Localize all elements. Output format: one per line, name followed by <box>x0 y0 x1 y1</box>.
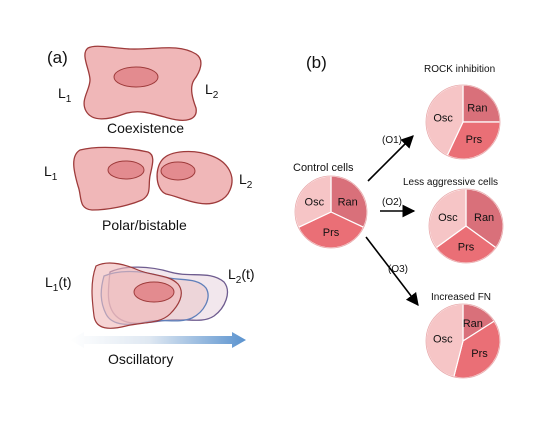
nucleus <box>113 66 159 88</box>
pie-outline <box>294 175 368 249</box>
polar-cell-left <box>73 146 154 211</box>
pie-label-prs: Prs <box>458 241 475 253</box>
cell-body <box>73 146 154 211</box>
pie-label-ran: Ran <box>463 318 483 330</box>
coexistence-cell <box>83 45 202 121</box>
nucleus <box>107 160 145 180</box>
arrow-o3 <box>365 236 419 307</box>
oscillation-double-arrow <box>70 332 246 348</box>
polar-cell-right <box>156 150 233 205</box>
oscillatory-cells <box>91 262 229 329</box>
polar-l1: L1 <box>44 163 58 183</box>
panel-a: (a) L1 L2 Coexistence L1 L2 Polar/bistab… <box>44 45 255 367</box>
pie-label-osc: Osc <box>433 333 453 345</box>
pie-label-ran: Ran <box>467 103 487 115</box>
panel-a-label: (a) <box>47 48 68 67</box>
rock-inhibition-title: ROCK inhibition <box>424 64 495 75</box>
arrow-label-o1: (O1) <box>382 135 402 146</box>
pie-label-osc: Osc <box>305 196 325 208</box>
oscillatory-l1: L1(t) <box>45 274 72 294</box>
coexistence-caption: Coexistence <box>107 120 184 136</box>
pie-outline <box>428 188 504 264</box>
pie-label-prs: Prs <box>471 348 488 360</box>
control-cells-title: Control cells <box>293 162 354 174</box>
oscillatory-caption: Oscillatory <box>108 351 173 367</box>
oscillatory-l2: L2(t) <box>228 266 255 286</box>
arrow-o1 <box>367 135 414 182</box>
arrow-label-o3: (O3) <box>388 264 408 275</box>
increased-fn-title: Increased FN <box>431 292 491 303</box>
pie-label-prs: Prs <box>323 227 340 239</box>
pie-label-ran: Ran <box>338 196 358 208</box>
nucleus <box>133 281 175 303</box>
pie-label-ran: Ran <box>474 212 494 224</box>
pie-label-osc: Osc <box>438 212 458 224</box>
panel-b-label: (b) <box>306 53 327 72</box>
arrow-label-o2: (O2) <box>382 197 402 208</box>
coexistence-l1: L1 <box>58 85 72 105</box>
polar-caption: Polar/bistable <box>102 217 187 233</box>
less-aggressive-title: Less aggressive cells <box>403 177 498 188</box>
coexistence-l2: L2 <box>205 81 219 101</box>
pie-label-osc: Osc <box>433 113 453 125</box>
nucleus <box>160 161 196 181</box>
pie-outline <box>425 303 501 379</box>
pie-outline <box>425 84 501 160</box>
pie-label-prs: Prs <box>466 134 483 146</box>
polar-l2: L2 <box>239 171 253 191</box>
